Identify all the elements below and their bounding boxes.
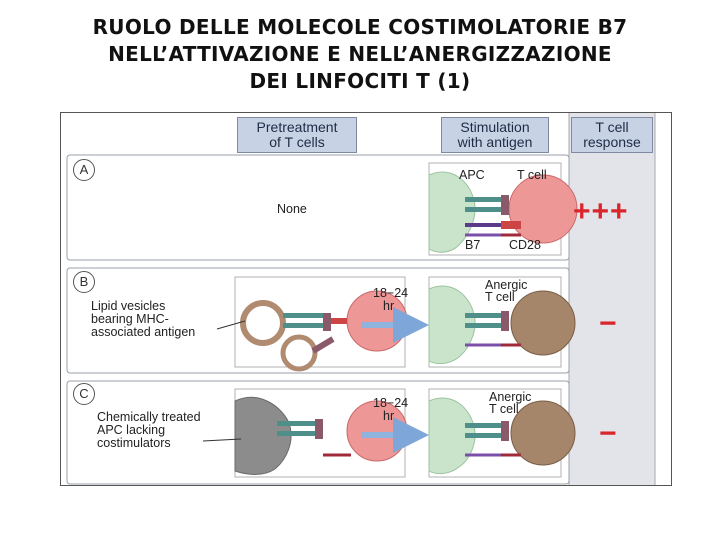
- header-response-line1: T cell: [572, 120, 652, 135]
- apc-label: APC: [459, 169, 485, 182]
- row-c-result-line2: T cell: [489, 403, 519, 416]
- row-b-pretreatment-line3: associated antigen: [91, 326, 195, 339]
- row-a-response: +++: [573, 195, 629, 229]
- row-b-time-line2: hr: [383, 300, 394, 313]
- title-line-1: RUOLO DELLE MOLECOLE COSTIMOLATORIE B7: [0, 14, 720, 41]
- header-response: T cell response: [571, 117, 653, 153]
- title-line-2: NELL’ATTIVAZIONE E NELL’ANERGIZZAZIONE: [0, 41, 720, 68]
- header-stimulation-line2: with antigen: [442, 135, 548, 150]
- row-b-result-line2: T cell: [485, 291, 515, 304]
- row-c-response: −: [599, 417, 618, 451]
- costimulation-figure: Pretreatment of T cells Stimulation with…: [60, 112, 672, 486]
- tcell-label: T cell: [517, 169, 547, 182]
- row-a-stimulation-scene: [429, 163, 577, 255]
- header-pretreatment: Pretreatment of T cells: [237, 117, 357, 153]
- row-c-letter: C: [73, 383, 95, 405]
- header-stimulation-line1: Stimulation: [442, 120, 548, 135]
- row-a-letter: A: [73, 159, 95, 181]
- row-b-letter: B: [73, 271, 95, 293]
- row-a-pretreatment-label: None: [277, 203, 307, 216]
- header-pretreatment-line2: of T cells: [238, 135, 356, 150]
- header-pretreatment-line1: Pretreatment: [238, 120, 356, 135]
- cd28-label: CD28: [509, 239, 541, 252]
- header-response-line2: response: [572, 135, 652, 150]
- row-b-response: −: [599, 307, 618, 341]
- row-c-time-line2: hr: [383, 410, 394, 423]
- row-c-pretreatment-line3: costimulators: [97, 437, 171, 450]
- header-stimulation: Stimulation with antigen: [441, 117, 549, 153]
- b7-label: B7: [465, 239, 480, 252]
- title-line-3: DEI LINFOCITI T (1): [0, 68, 720, 95]
- slide-title: RUOLO DELLE MOLECOLE COSTIMOLATORIE B7 N…: [0, 14, 720, 95]
